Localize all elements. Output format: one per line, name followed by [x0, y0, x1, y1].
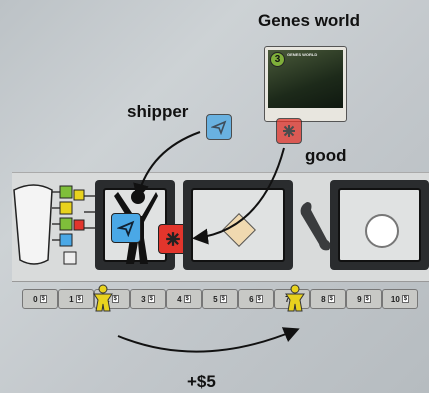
shipper-die-placed-icon[interactable] [111, 213, 141, 243]
shipper-die-icon[interactable] [206, 114, 232, 140]
track-cell-0: 0$ [22, 289, 58, 309]
shipper-label: shipper [127, 102, 189, 121]
card-cost: 3 [270, 52, 285, 67]
wrench-icon [300, 202, 331, 251]
track-cell-5: 5$ [202, 289, 238, 309]
card-name: GENES WORLD [287, 52, 318, 57]
track-cell-9: 9$ [346, 289, 382, 309]
track-cell-6: 6$ [238, 289, 274, 309]
good-die-icon[interactable] [276, 118, 302, 144]
arrow-icon [117, 131, 300, 353]
worker-icon-start[interactable] [90, 284, 116, 312]
track-cell-8: 8$ [310, 289, 346, 309]
circle-token-icon [365, 214, 399, 248]
income-label: +$5 [187, 372, 216, 391]
track-cell-10: 10$ [382, 289, 418, 309]
good-label: good [305, 146, 347, 165]
worker-icon-end[interactable] [282, 284, 308, 312]
empty-slot-circle[interactable] [330, 180, 429, 270]
genes-world-card[interactable]: 3 GENES WORLD [264, 46, 347, 122]
track-cell-4: 4$ [166, 289, 202, 309]
track-cell-1: 1$ [58, 289, 94, 309]
track-cell-3: 3$ [130, 289, 166, 309]
production-area [13, 184, 100, 265]
genes-world-label: Genes world [258, 11, 361, 30]
